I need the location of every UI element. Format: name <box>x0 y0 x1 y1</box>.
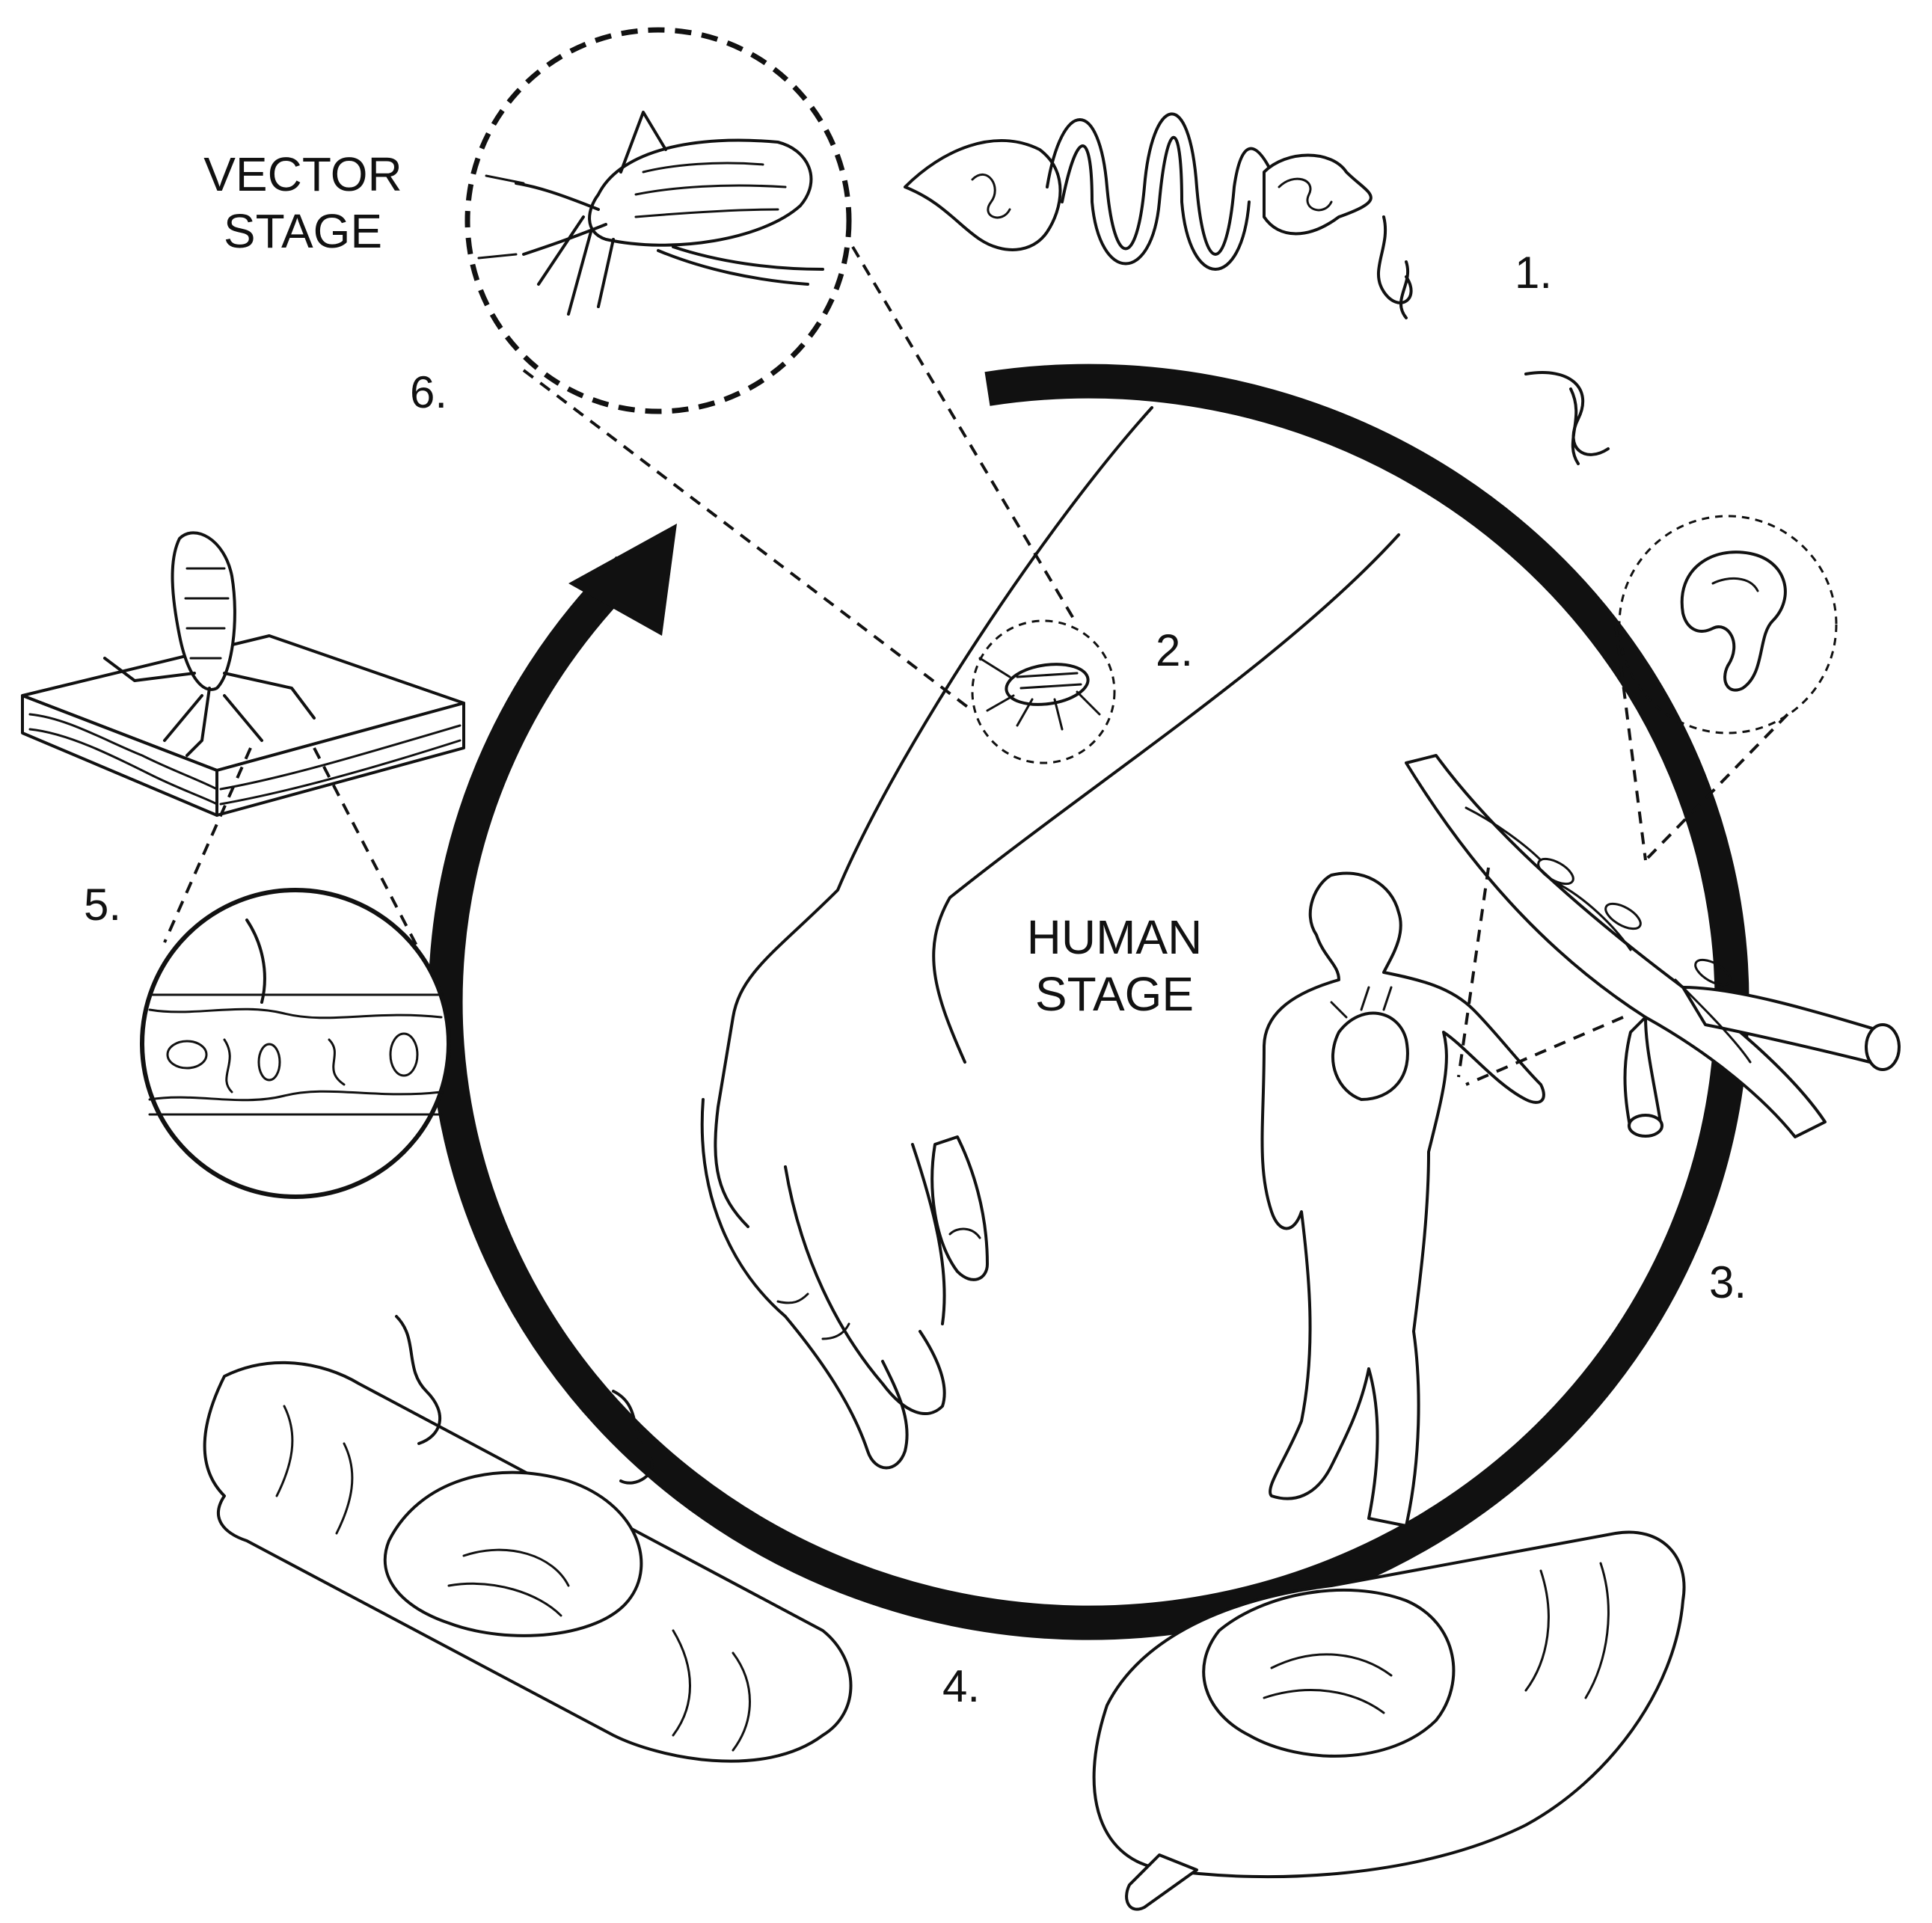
leader-line-vessel-lower <box>1465 1016 1624 1086</box>
human-stage-label-line-2: STAGE <box>1034 967 1195 1021</box>
human-stage-label-line-1: HUMAN <box>1026 910 1203 964</box>
trypanosome-icon <box>395 1315 441 1445</box>
step-3-label: 3. <box>1709 1257 1747 1307</box>
step-5-label: 5. <box>84 880 122 930</box>
leader-line-parasite-left <box>1614 624 1647 861</box>
blood-vessel-illustration <box>1405 754 1901 1138</box>
triatomine-bug-icon <box>103 531 316 757</box>
vector-stage-label-line-2: STAGE <box>223 204 383 258</box>
triatomine-bug-icon <box>477 111 824 316</box>
vector-stage-label: VECTOR STAGE <box>180 146 426 260</box>
bug-on-arm-icon <box>978 657 1101 731</box>
leader-line-vessel-upper <box>1457 867 1490 1078</box>
blood-zoom-circle <box>140 888 451 1199</box>
human-body-illustration <box>1260 871 1545 1527</box>
skin-tissue-block <box>21 634 465 817</box>
trypanosome-icon <box>612 1390 654 1485</box>
trypanosome-icon <box>1524 371 1610 465</box>
parasite-zoom-circle <box>1618 515 1838 734</box>
arm-hand-illustration <box>700 406 1400 1470</box>
step-1-label: 1. <box>1515 248 1553 298</box>
vector-stage-label-line-1: VECTOR <box>203 147 402 201</box>
step-2-label: 2. <box>1156 625 1194 675</box>
heart-icon <box>1330 986 1409 1101</box>
cycle-arc <box>428 364 1749 1640</box>
vector-zoom-circle <box>464 27 852 414</box>
leader-line-parasite-right <box>1644 713 1789 862</box>
leader-line-vector-right <box>851 245 1079 626</box>
step-1-gut-illustration <box>904 112 1373 271</box>
leader-line-vector-left <box>522 369 974 712</box>
trypanosome-icon <box>1376 215 1413 319</box>
bite-site-zoom <box>971 619 1116 764</box>
step-6-label: 6. <box>410 367 448 417</box>
human-stage-label: HUMAN STAGE <box>1002 909 1227 1022</box>
organ-tissue-left <box>203 1361 853 1763</box>
step-4-label: 4. <box>942 1661 981 1711</box>
organ-tissue-right <box>1092 1530 1686 1911</box>
leader-line-skin-left <box>163 747 252 943</box>
leader-line-skin-right <box>313 747 420 951</box>
cycle-arrowhead <box>568 524 677 636</box>
